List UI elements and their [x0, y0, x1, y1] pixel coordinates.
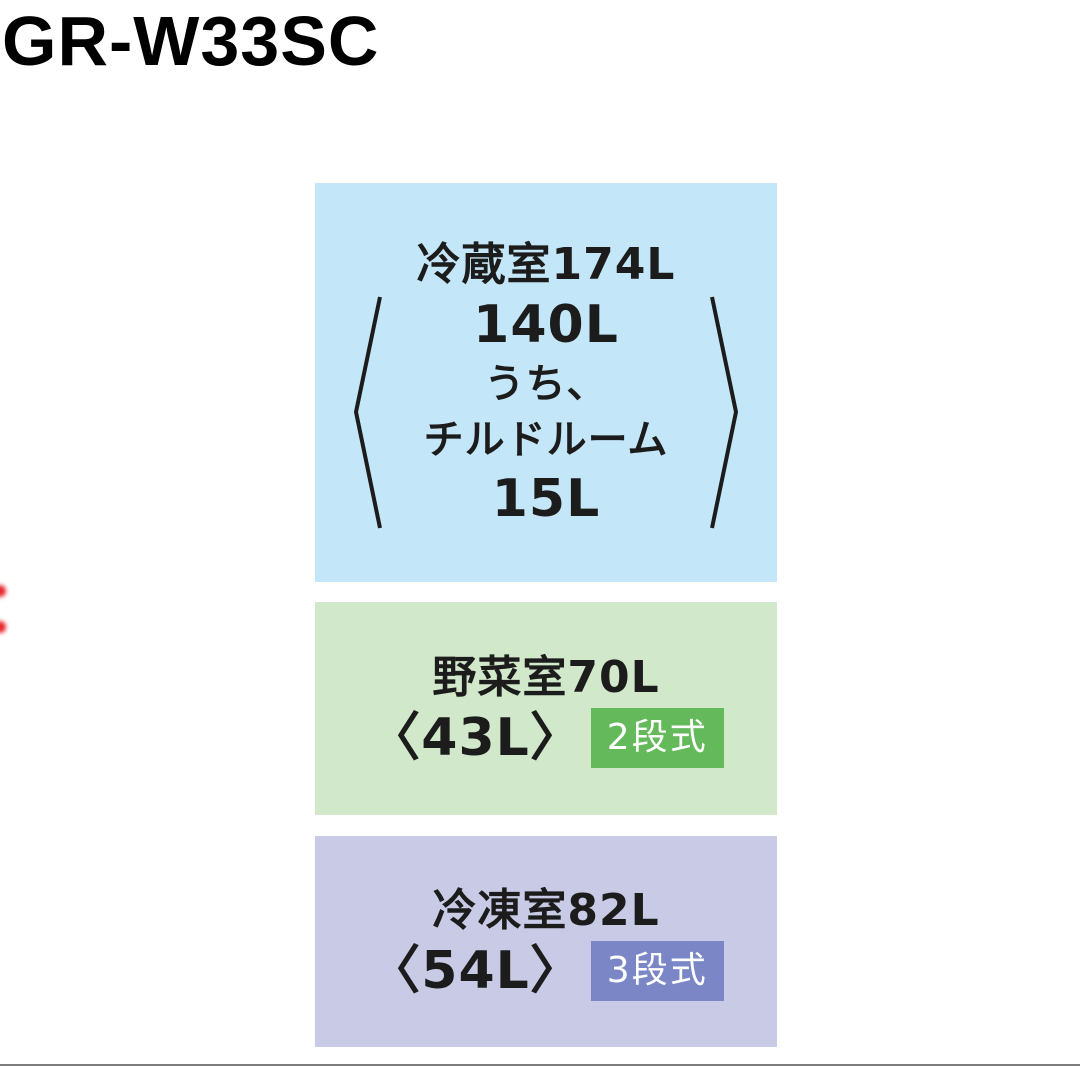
fridge-note-prefix: うち、: [484, 360, 608, 407]
chilled-room-volume: 15L: [491, 468, 601, 529]
vegetable-tier-badge: 2段式: [590, 707, 724, 768]
freezer-tier-badge: 3段式: [590, 940, 724, 1001]
fridge-usable-volume: 140L: [473, 294, 619, 355]
freezer-usable-volume: 〈54L〉: [368, 940, 583, 1001]
right-bracket-icon: [710, 296, 739, 529]
freezer-label: 冷凍室82L: [432, 884, 660, 936]
vegetable-label: 野菜室70L: [432, 651, 660, 703]
freezer-compartment: 冷凍室82L 〈54L〉 3段式: [315, 836, 777, 1047]
vegetable-compartment: 野菜室70L 〈43L〉 2段式: [315, 602, 777, 815]
fridge-compartment: 冷蔵室174L 140L うち、 チルドルーム 15L: [315, 183, 777, 582]
left-bracket-icon: [353, 296, 382, 529]
vegetable-usable-volume: 〈43L〉: [368, 707, 583, 768]
fridge-label: 冷蔵室174L: [416, 238, 676, 290]
model-title: GR-W33SC: [2, 2, 380, 80]
bottom-divider: [0, 1064, 1080, 1066]
red-mark-icon: [0, 585, 10, 635]
chilled-room-label: チルドルーム: [423, 416, 669, 463]
